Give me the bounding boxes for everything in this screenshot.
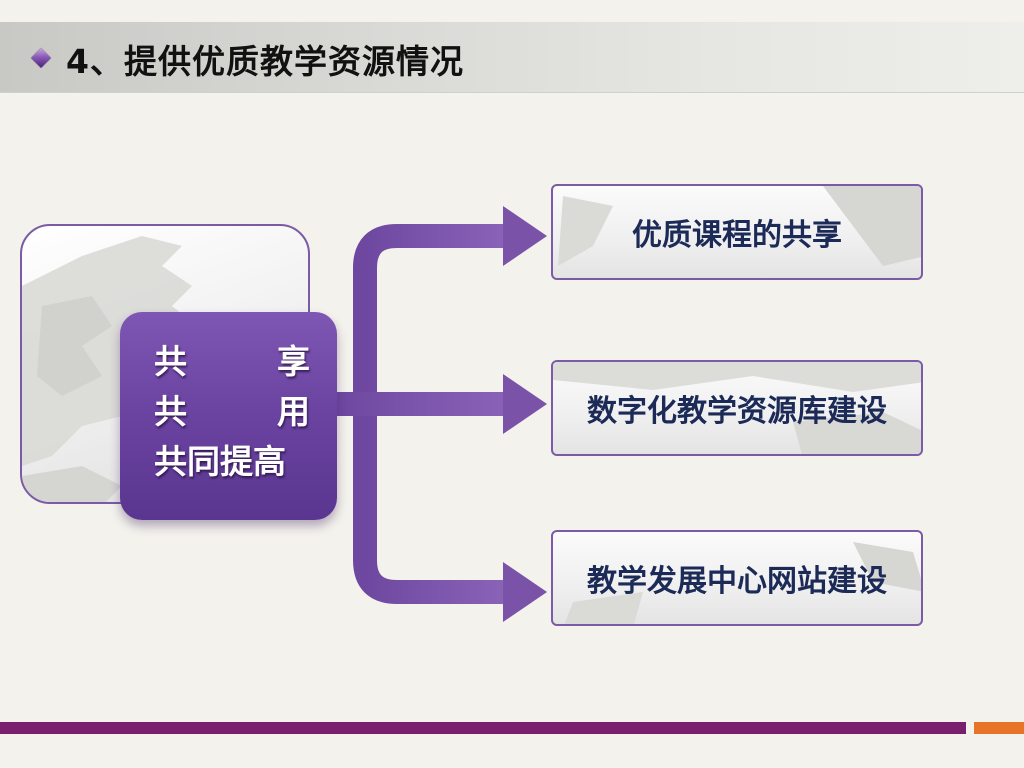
faint-photo-texture	[558, 186, 921, 266]
footer-bar-purple	[0, 722, 966, 734]
footer-bar-orange	[974, 722, 1024, 734]
middle-branch-line	[337, 392, 507, 416]
center-concept-box: 共 享 共 用 共同提高	[120, 312, 337, 520]
upper-branch-line	[353, 224, 505, 420]
target-label: 优质课程的共享	[632, 218, 842, 253]
target-label: 数字化教学资源库建设	[587, 394, 887, 429]
center-line-1: 共 享	[154, 340, 310, 384]
slide-title: 4、提供优质教学资源情况	[66, 42, 464, 81]
arrow-head-icon	[503, 562, 547, 622]
title-bar	[0, 22, 1024, 93]
faint-photo-texture	[564, 542, 921, 624]
arrow-head-icon	[503, 374, 547, 434]
center-line-2-left: 共	[154, 392, 187, 431]
target-box-course-sharing: 优质课程的共享	[551, 184, 923, 280]
lower-branch-line	[353, 400, 505, 604]
target-box-website: 教学发展中心网站建设	[551, 530, 923, 626]
target-label: 教学发展中心网站建设	[587, 564, 887, 599]
center-line-1-left: 共	[154, 342, 187, 381]
building-silhouette-icon	[22, 236, 197, 502]
faint-photo-texture	[553, 362, 921, 454]
center-line-2: 共 用	[154, 390, 310, 434]
target-box-resource-library: 数字化教学资源库建设	[551, 360, 923, 456]
center-line-2-right: 用	[277, 392, 310, 431]
center-line-1-right: 享	[277, 342, 310, 381]
center-line-3: 共同提高	[154, 442, 286, 481]
arrow-head-icon	[503, 206, 547, 266]
